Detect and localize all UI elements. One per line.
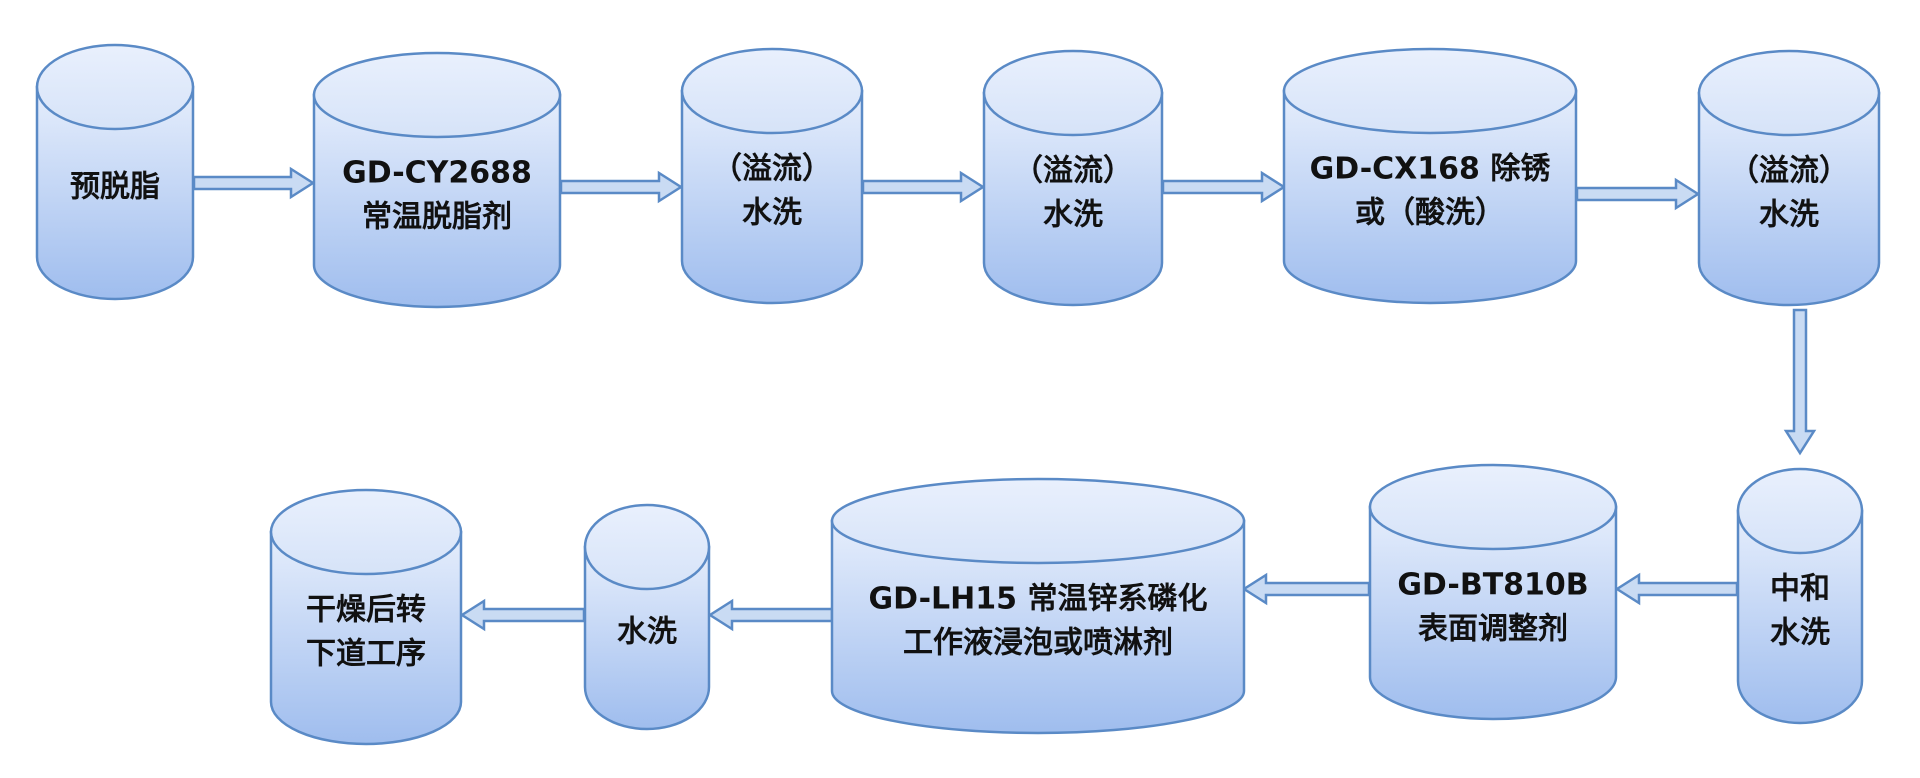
- process-node-n2: GD-CY2688 常温脱脂剂: [312, 51, 562, 309]
- process-node-n4: （溢流） 水洗: [982, 49, 1164, 307]
- arrow-n4-n5: [1161, 170, 1287, 204]
- cylinder-top: [680, 47, 864, 135]
- cylinder-top: [1368, 463, 1618, 551]
- node-label-line: GD-LH15 常温锌系磷化: [869, 582, 1208, 617]
- node-label-line: GD-BT810B: [1397, 568, 1588, 603]
- process-node-n11: 干燥后转下道工序: [269, 488, 463, 746]
- arrow-n9-n10: [707, 598, 834, 632]
- node-label-line: （溢流）: [712, 152, 832, 187]
- arrow-n3-n4: [861, 170, 986, 204]
- node-label: 干燥后转下道工序: [306, 593, 426, 672]
- node-label: GD-CY2688 常温脱脂剂: [342, 156, 532, 235]
- cylinder-body: [1282, 89, 1578, 305]
- process-node-n10: 水洗: [583, 503, 711, 731]
- node-label: （溢流） 水洗: [1013, 154, 1133, 233]
- cylinder-top: [1736, 467, 1864, 555]
- process-node-n8: GD-BT810B 表面调整剂: [1368, 463, 1618, 721]
- node-label-line: 水洗: [1770, 616, 1830, 651]
- cylinder-top: [1282, 47, 1578, 135]
- cylinder-body: [35, 85, 195, 301]
- cylinder-body: [830, 519, 1246, 735]
- cylinder-body: [269, 530, 463, 746]
- node-label-line: 或（酸洗）: [1355, 196, 1505, 231]
- node-label-line: （溢流）: [1013, 154, 1133, 189]
- process-node-n6: （溢流） 水洗: [1697, 49, 1881, 307]
- process-node-n7: 中和水洗: [1736, 467, 1864, 725]
- cylinder-body: [1736, 509, 1864, 725]
- cylinder-body: [982, 91, 1164, 307]
- arrow-n7-n8: [1614, 572, 1739, 606]
- cylinder-body: [680, 89, 864, 305]
- node-label: （溢流） 水洗: [1729, 154, 1849, 233]
- node-label: GD-LH15 常温锌系磷化工作液浸泡或喷淋剂: [869, 582, 1208, 661]
- node-label: 中和水洗: [1770, 572, 1830, 651]
- node-label-line: GD-CX168 除锈: [1310, 152, 1551, 187]
- node-label-line: 中和: [1770, 572, 1830, 607]
- node-label: （溢流） 水洗: [712, 152, 832, 231]
- node-label-line: GD-CY2688: [342, 156, 532, 191]
- node-label: 预脱脂: [70, 170, 160, 205]
- nodes-layer: 预脱脂 GD-CY2688 常温脱脂剂 （溢流） 水洗 （溢流） 水洗 GD-CX168 除锈…: [35, 43, 1881, 746]
- arrow-n5-n6: [1575, 177, 1701, 211]
- node-label-line: 水洗: [742, 196, 802, 231]
- process-node-n3: （溢流） 水洗: [680, 47, 864, 305]
- node-label: 水洗: [617, 615, 677, 650]
- cylinder-top: [830, 477, 1246, 565]
- cylinder-body: [583, 545, 711, 731]
- cylinder-top: [1697, 49, 1881, 137]
- node-label-line: 水洗: [1759, 198, 1819, 233]
- arrow-n8-n9: [1241, 572, 1371, 606]
- arrow-n6-n7: [1783, 308, 1817, 456]
- cylinder-body: [1368, 505, 1618, 721]
- node-label: GD-CX168 除锈或（酸洗）: [1310, 152, 1551, 231]
- edges-layer: [192, 166, 1817, 632]
- node-label: GD-BT810B 表面调整剂: [1397, 568, 1588, 647]
- cylinder-top: [982, 49, 1164, 137]
- process-node-n5: GD-CX168 除锈或（酸洗）: [1282, 47, 1578, 305]
- cylinder-body: [1697, 91, 1881, 307]
- node-label-line: 水洗: [617, 615, 677, 650]
- node-label-line: 干燥后转: [306, 593, 426, 628]
- node-label-line: 水洗: [1043, 198, 1103, 233]
- cylinder-top: [269, 488, 463, 576]
- arrow-n10-n11: [459, 598, 586, 632]
- cylinder-top: [35, 43, 195, 131]
- node-label-line: 下道工序: [306, 637, 426, 672]
- process-node-n9: GD-LH15 常温锌系磷化工作液浸泡或喷淋剂: [830, 477, 1246, 735]
- arrow-n2-n3: [559, 170, 684, 204]
- node-label-line: 工作液浸泡或喷淋剂: [903, 626, 1173, 661]
- node-label-line: （溢流）: [1729, 154, 1849, 189]
- cylinder-top: [312, 51, 562, 139]
- node-label-line: 表面调整剂: [1418, 612, 1568, 647]
- cylinder-top: [583, 503, 711, 591]
- arrow-n1-n2: [192, 166, 316, 200]
- cylinder-body: [312, 93, 562, 309]
- node-label-line: 常温脱脂剂: [362, 200, 512, 235]
- process-node-n1: 预脱脂: [35, 43, 195, 301]
- node-label-line: 预脱脂: [70, 170, 160, 205]
